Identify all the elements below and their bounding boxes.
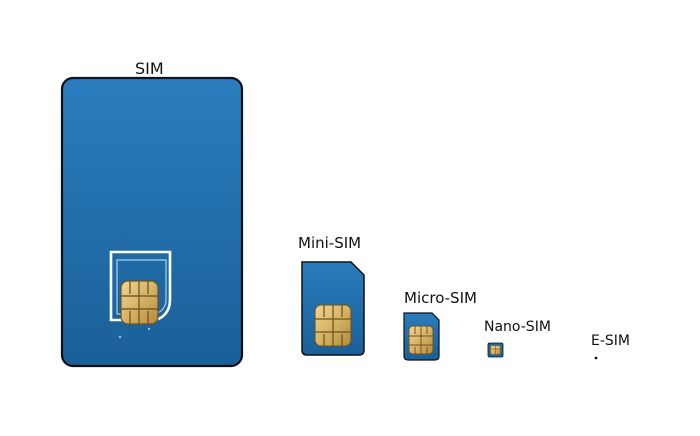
e-sim-dot-icon xyxy=(594,356,598,360)
sim-label: SIM xyxy=(135,59,164,78)
e-sim-label: E-SIM xyxy=(591,333,630,349)
mini-sim-label: Mini-SIM xyxy=(298,234,362,252)
nano-sim-label: Nano-SIM xyxy=(484,319,551,335)
sim-card-icon xyxy=(60,76,244,368)
nano-sim-icon xyxy=(487,342,504,358)
micro-sim-icon xyxy=(403,312,440,361)
micro-sim-label: Micro-SIM xyxy=(404,289,477,307)
mini-sim-icon xyxy=(301,261,365,356)
